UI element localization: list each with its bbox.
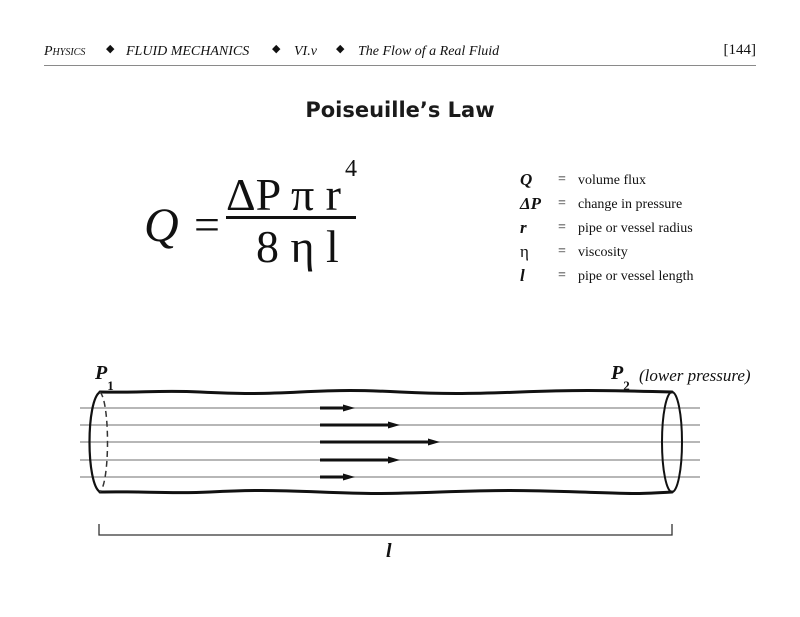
numerator-text: ΔP π r — [226, 169, 341, 220]
outlet-subscript: 2 — [623, 378, 630, 393]
outlet-label-text: P — [611, 362, 624, 384]
legend-symbol: Q — [520, 170, 533, 189]
running-header: Physics ◆ FLUID MECHANICS ◆ VI.v ◆ The F… — [44, 40, 756, 64]
legend-symbol: r — [520, 218, 527, 237]
legend-symbol: ΔP — [520, 194, 542, 213]
page-number: [144] — [723, 42, 757, 58]
inlet-pressure-label: P1 — [95, 362, 114, 393]
header-separator-icon: ◆ — [336, 43, 345, 55]
legend-equals: = — [558, 268, 566, 283]
outlet-pressure-label: P2 — [611, 362, 630, 393]
equation-denominator: 8 η l — [256, 221, 339, 272]
header-subject: Physics — [44, 44, 86, 59]
header-topic: The Flow of a Real Fluid — [358, 44, 500, 59]
length-label: l — [386, 540, 392, 562]
pipe-inlet-back-edge — [99, 391, 109, 493]
legend-equals: = — [558, 220, 566, 235]
legend-row: l = pipe or vessel length — [520, 266, 760, 290]
equation-lhs: Q — [144, 199, 179, 252]
legend-description: volume flux — [578, 173, 647, 188]
header-section: FLUID MECHANICS — [126, 44, 250, 59]
legend-row: η = viscosity — [520, 242, 760, 266]
variable-legend: Q = volume flux ΔP = change in pressure … — [520, 170, 760, 290]
legend-row: ΔP = change in pressure — [520, 194, 760, 218]
poiseuille-equation: Q = ΔP π r4 8 η l — [138, 156, 378, 272]
inlet-label-text: P — [95, 362, 108, 384]
pipe-outlet-opening — [661, 391, 683, 493]
legend-equals: = — [558, 244, 566, 259]
page-title: Poiseuille’s Law — [305, 98, 495, 122]
legend-symbol: η — [520, 242, 529, 261]
header-separator-icon: ◆ — [272, 43, 281, 55]
legend-symbol: l — [520, 266, 525, 285]
header-chapter: VI.v — [294, 44, 317, 59]
pipe-walls — [98, 389, 674, 495]
equation-equals: = — [194, 199, 220, 250]
legend-equals: = — [558, 172, 566, 187]
pipe-inlet-front-edge — [88, 391, 101, 493]
legend-row: Q = volume flux — [520, 170, 760, 194]
legend-row: r = pipe or vessel radius — [520, 218, 760, 242]
velocity-arrows — [320, 404, 440, 481]
fraction-bar — [226, 216, 356, 219]
header-rule — [44, 65, 756, 66]
inlet-subscript: 1 — [107, 378, 114, 393]
equation-numerator: ΔP π r4 — [226, 156, 357, 221]
length-bracket — [98, 524, 673, 536]
legend-equals: = — [558, 196, 566, 211]
outlet-pressure-note: (lower pressure) — [639, 366, 751, 385]
legend-description: pipe or vessel length — [578, 269, 694, 284]
legend-description: pipe or vessel radius — [578, 221, 693, 236]
legend-description: change in pressure — [578, 197, 683, 212]
header-separator-icon: ◆ — [106, 43, 115, 55]
exponent: 4 — [345, 155, 357, 182]
legend-description: viscosity — [578, 245, 628, 260]
